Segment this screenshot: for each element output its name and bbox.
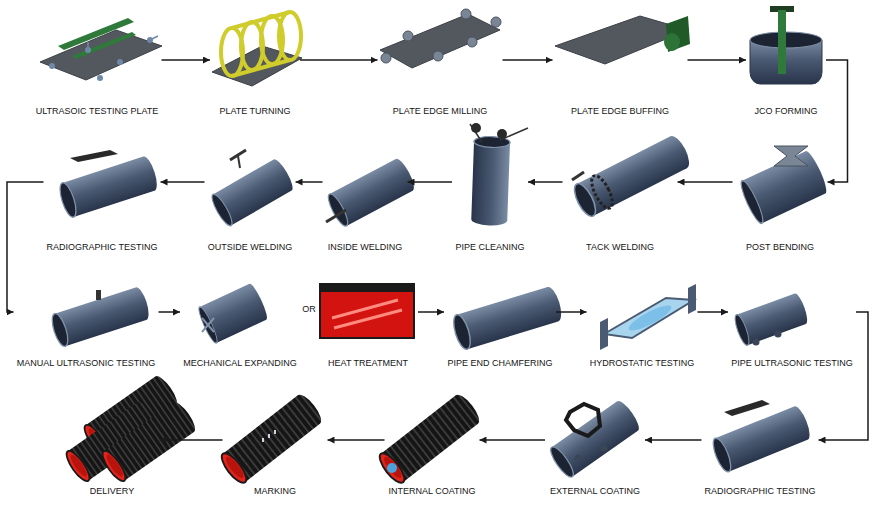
step-label: ULTRASOIC TESTING PLATE xyxy=(36,106,159,117)
flow-arrow xyxy=(296,181,323,183)
process-step: RADIOGRAPHIC TESTING xyxy=(702,390,819,497)
flow-arrow xyxy=(688,59,747,61)
coated-pipe xyxy=(376,391,484,486)
flow-arrow xyxy=(7,182,44,312)
flow-arrow xyxy=(161,181,205,183)
process-step: MANUAL ULTRASONIC TESTING xyxy=(14,276,159,369)
flow-arrow xyxy=(698,311,729,313)
process-step: PLATE TURNING xyxy=(210,10,300,117)
process-step: PIPE CLEANING xyxy=(452,128,528,253)
step-label: PIPE END CHAMFERING xyxy=(447,358,552,369)
step-label: TACK WELDING xyxy=(586,242,654,253)
flow-arrow xyxy=(480,439,546,441)
inside-welding xyxy=(325,156,417,228)
step-label: MARKING xyxy=(254,486,296,497)
flow-arrow xyxy=(159,311,181,313)
edge-milling xyxy=(380,9,501,68)
flow-arrow xyxy=(300,59,378,61)
step-label: PLATE TURNING xyxy=(219,106,290,117)
testing-plate xyxy=(40,18,162,81)
process-step: INTERNAL COATING xyxy=(385,390,480,497)
marked-pipe xyxy=(218,391,326,486)
process-step: HEAT TREATMENT xyxy=(318,276,418,369)
flow-arrow xyxy=(328,439,385,441)
pipe-stack xyxy=(63,373,199,484)
mechanical-expander xyxy=(196,282,270,344)
step-label: EXTERNAL COATING xyxy=(550,486,640,497)
process-step: PLATE EDGE BUFFING xyxy=(553,10,688,117)
process-step: JCO FORMING xyxy=(746,10,826,117)
step-label: HEAT TREATMENT xyxy=(328,358,408,369)
pipe-cleaning xyxy=(470,123,528,226)
flow-arrow xyxy=(556,311,587,313)
tack-welding xyxy=(570,133,693,219)
step-label: INTERNAL COATING xyxy=(388,486,475,497)
process-step: TACK WELDING xyxy=(563,128,678,253)
flow-arrow xyxy=(160,439,223,441)
step-label: PIPE CLEANING xyxy=(455,242,524,253)
hydrostatic-tester xyxy=(600,284,696,350)
step-label: RADIOGRAPHIC TESTING xyxy=(705,486,816,497)
process-step: POST BENDING xyxy=(733,128,828,253)
post-bending xyxy=(738,146,830,225)
step-label: PLATE EDGE BUFFING xyxy=(571,106,669,117)
flow-arrow xyxy=(162,59,211,61)
step-label: INSIDE WELDING xyxy=(328,242,403,253)
step-label: PLATE EDGE MILLING xyxy=(393,106,487,117)
process-step: OUTSIDE WELDING xyxy=(205,128,296,253)
process-step: MARKING xyxy=(223,390,328,497)
jco-press xyxy=(750,6,822,84)
flow-arrow xyxy=(418,311,444,313)
flow-arrow xyxy=(826,60,848,182)
step-label: DELIVERY xyxy=(90,486,134,497)
manual-ultrasonic xyxy=(49,286,152,348)
flow-arrow xyxy=(645,439,702,441)
edge-buffing xyxy=(555,16,690,64)
step-label: PIPE ULTRASONIC TESTING xyxy=(731,358,853,369)
step-label: OUTSIDE WELDING xyxy=(208,242,293,253)
plate-turning xyxy=(212,12,302,86)
process-step: MECHANICAL EXPANDING xyxy=(180,276,300,369)
step-label: POST BENDING xyxy=(746,242,814,253)
process-step: EXTERNAL COATING xyxy=(545,390,645,497)
coating-machine xyxy=(547,398,642,480)
chamfered-pipe xyxy=(450,285,564,351)
step-label: MANUAL ULTRASONIC TESTING xyxy=(17,358,155,369)
flow-arrow xyxy=(408,181,453,183)
outside-welding xyxy=(209,150,296,228)
step-label: JCO FORMING xyxy=(755,106,818,117)
step-label: MECHANICAL EXPANDING xyxy=(183,358,297,369)
process-step: INSIDE WELDING xyxy=(323,128,408,253)
process-step: PIPE ULTRASONIC TESTING xyxy=(728,276,856,369)
process-step: ULTRASOIC TESTING PLATE xyxy=(33,10,162,117)
step-label: RADIOGRAPHIC TESTING xyxy=(47,242,158,253)
ultrasonic-pipe xyxy=(732,292,809,347)
process-step: DELIVERY xyxy=(65,390,160,497)
flow-arrow xyxy=(678,181,733,183)
radiographic-test xyxy=(710,400,813,474)
choice-label: OR xyxy=(302,304,316,315)
step-label: HYDROSTATIC TESTING xyxy=(590,358,695,369)
flow-arrow xyxy=(528,181,563,183)
process-step: PIPE END CHAMFERING xyxy=(444,276,556,369)
process-step: PLATE EDGE MILLING xyxy=(378,10,503,117)
process-step: RADIOGRAPHIC TESTING xyxy=(44,128,161,253)
flow-arrow xyxy=(819,312,869,440)
heat-furnace xyxy=(320,284,414,338)
radiographic-test xyxy=(57,150,160,219)
process-step: HYDROSTATIC TESTING xyxy=(587,276,698,369)
flow-arrow xyxy=(503,59,553,61)
